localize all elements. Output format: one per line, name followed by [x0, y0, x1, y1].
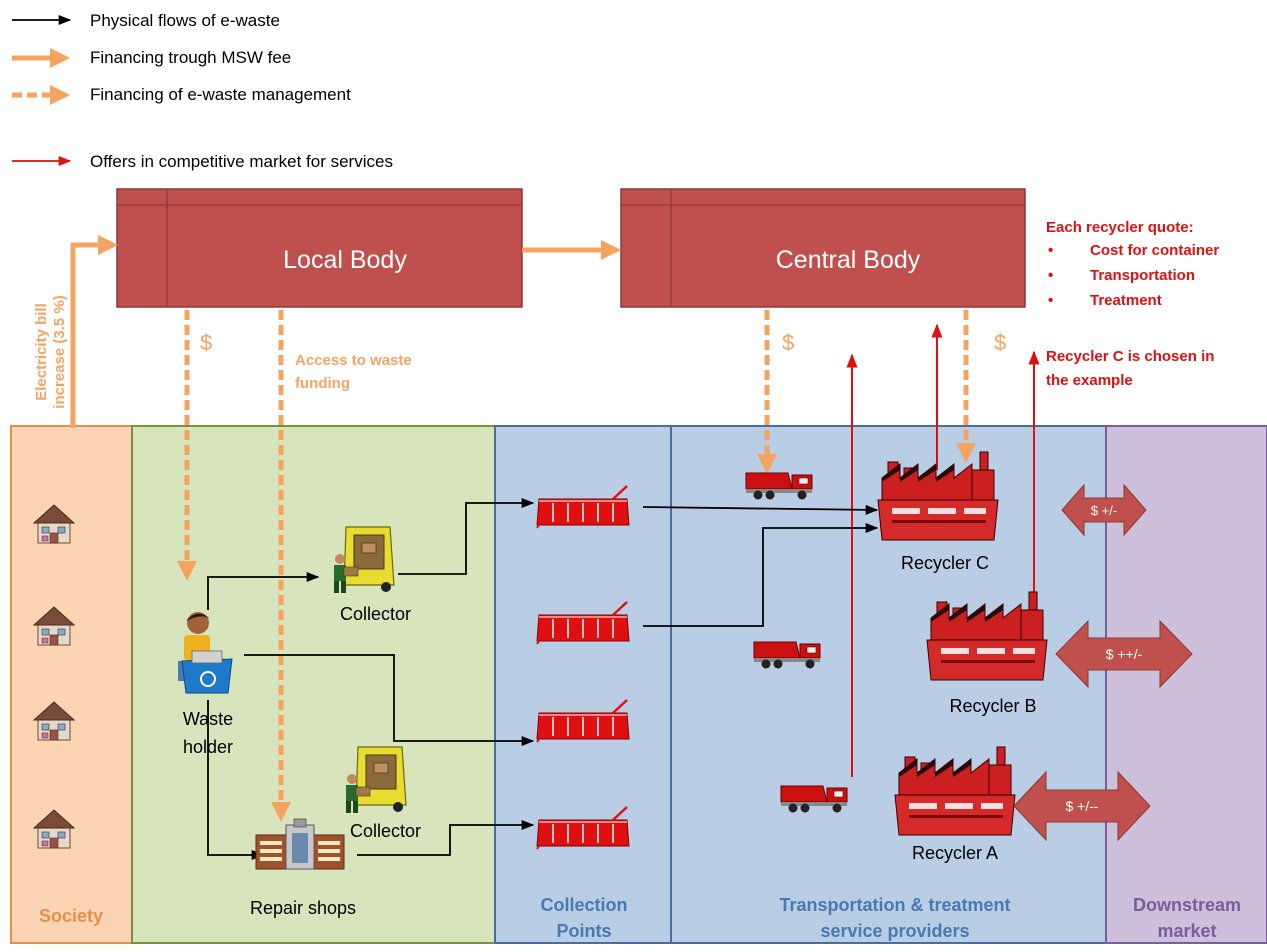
financing-flows	[70, 235, 976, 822]
quote-bullet-2: •	[1048, 267, 1053, 284]
chosen-note-line2: the example	[1046, 372, 1133, 389]
zone-label-collection-line1: Collection	[540, 895, 627, 915]
waste-holder-label-line2: holder	[183, 737, 233, 757]
access-funding-line1: Access to waste	[295, 352, 412, 369]
local-body-box: Local Body	[116, 188, 523, 308]
market-value-b: $ ++/-	[1106, 646, 1143, 662]
legend-ewaste-label: Financing of e-waste management	[90, 85, 351, 104]
market-arrow-a: $ +/--	[1013, 770, 1151, 842]
collector-label-top: Collector	[340, 604, 411, 624]
electricity-label-line2: increase (3.5 %)	[51, 295, 68, 408]
central-body-label: Central Body	[776, 246, 921, 274]
dollar-label-local: $	[200, 330, 212, 355]
access-funding-line2: funding	[295, 375, 350, 392]
quote-title: Each recycler quote:	[1046, 219, 1194, 236]
market-arrow-b: $ ++/-	[1055, 619, 1193, 689]
local-body-label: Local Body	[283, 246, 407, 274]
zone-label-society: Society	[39, 906, 103, 926]
chosen-note-line1: Recycler C is chosen in	[1046, 348, 1214, 365]
quote-item-2: Transportation	[1090, 267, 1195, 284]
quote-bullet-3: •	[1048, 292, 1053, 309]
legend-offers-label: Offers in competitive market for service…	[90, 152, 393, 171]
legend-physical-label: Physical flows of e-waste	[90, 11, 280, 30]
zone-label-transport-line2: service providers	[820, 921, 969, 941]
waste-holder-label-line1: Waste	[183, 709, 233, 729]
zone-label-downstream-line2: market	[1157, 921, 1216, 941]
market-arrow-c: $ +/-	[1061, 483, 1147, 537]
quote-bullet-1: •	[1048, 242, 1053, 259]
repair-shop-icon	[255, 818, 345, 870]
market-value-a: $ +/--	[1065, 798, 1098, 814]
legend-msw-label: Financing trough MSW fee	[90, 48, 291, 67]
physical-flows	[207, 497, 879, 861]
electricity-fee-arrow	[70, 235, 118, 428]
zone-label-transport-line1: Transportation & treatment	[779, 895, 1010, 915]
recycler-c-label: Recycler C	[901, 553, 989, 573]
quote-item-1: Cost for container	[1090, 242, 1219, 259]
collector-label-bottom: Collector	[350, 821, 421, 841]
quote-item-3: Treatment	[1090, 292, 1162, 309]
dollar-label-central-right: $	[994, 330, 1006, 355]
zone-society	[10, 425, 133, 944]
electricity-label-line1: Electricity bill	[33, 303, 50, 401]
recycler-b-label: Recycler B	[949, 696, 1036, 716]
waste-holder-icon	[178, 612, 233, 694]
central-body-box: Central Body	[620, 188, 1026, 308]
repair-shops-label: Repair shops	[250, 898, 356, 918]
recycler-a-label: Recycler A	[912, 843, 998, 863]
electricity-label: Electricity bill increase (3.5 %)	[33, 295, 68, 408]
market-value-c: $ +/-	[1091, 503, 1117, 518]
dollar-label-central-left: $	[782, 330, 794, 355]
zone-label-downstream-line1: Downstream	[1133, 895, 1241, 915]
recycler-quote-note: Each recycler quote: • Cost for containe…	[1046, 219, 1219, 309]
offer-arrows	[846, 323, 1040, 777]
zone-label-collection-line2: Points	[556, 921, 611, 941]
legend: Physical flows of e-waste Financing trou…	[12, 11, 393, 171]
